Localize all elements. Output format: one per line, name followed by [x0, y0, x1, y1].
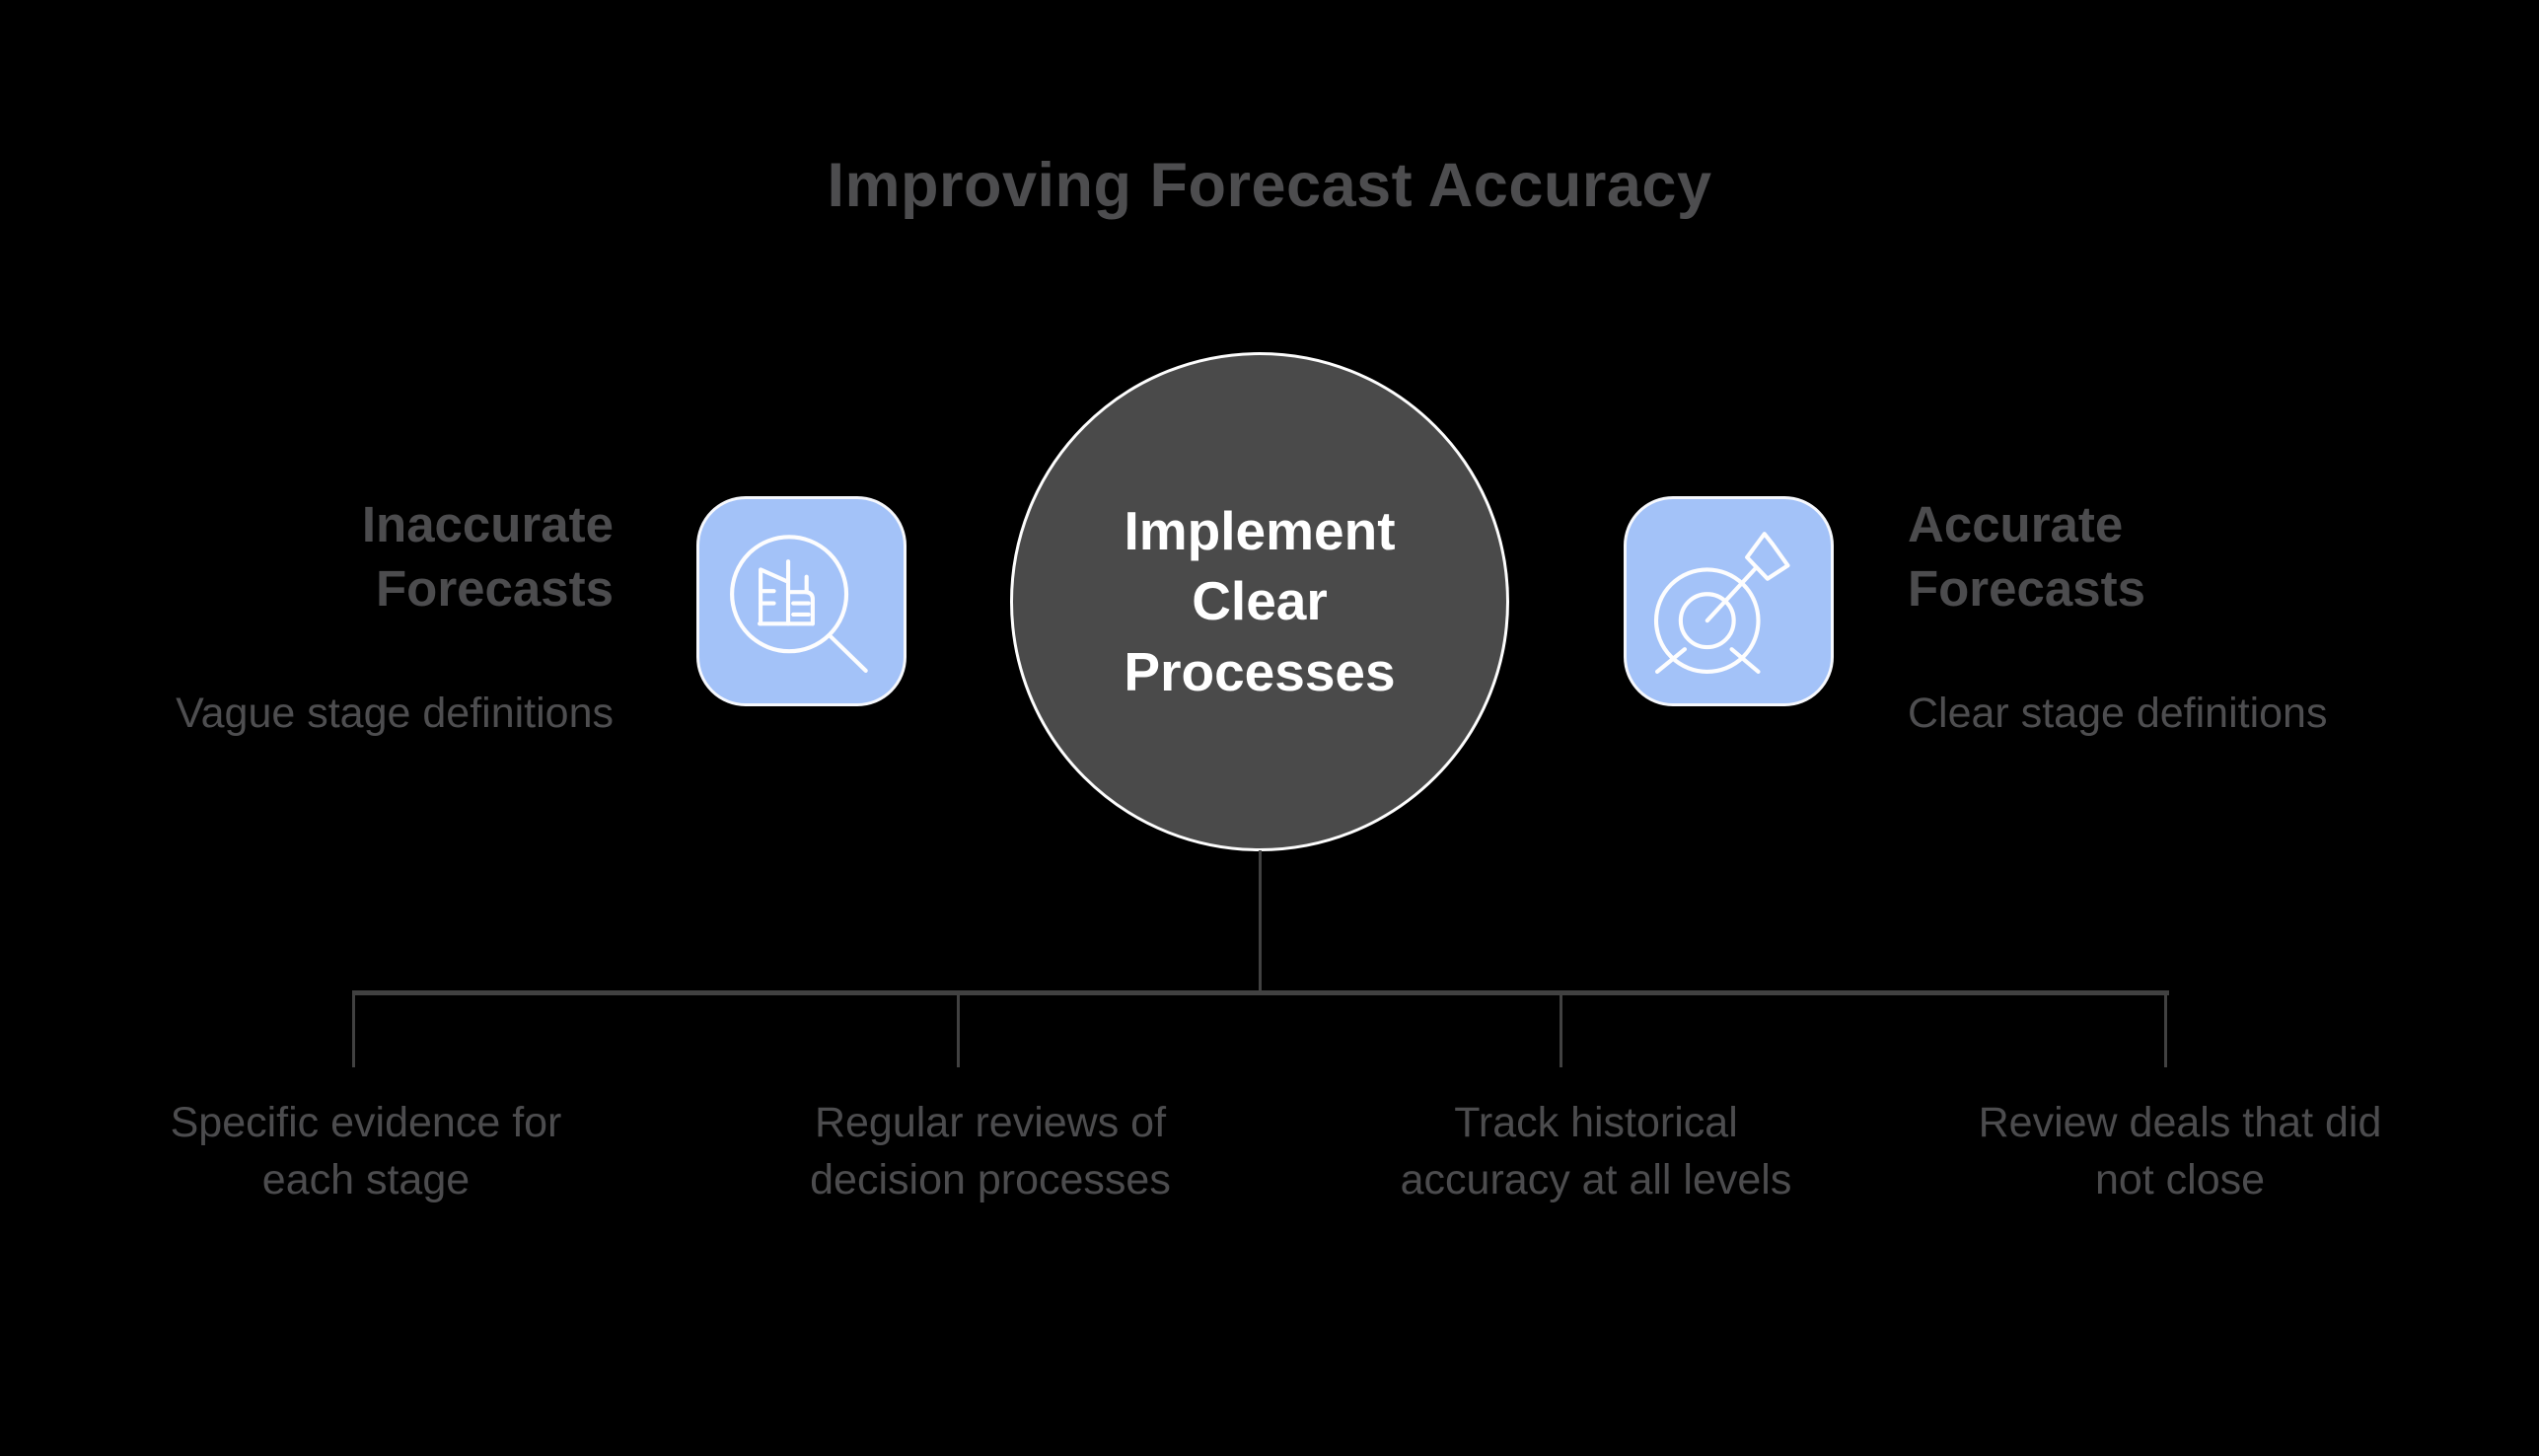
tree-drop-line-4: [2164, 994, 2167, 1067]
center-circle-node: Implement Clear Processes: [1010, 352, 1509, 851]
branch-label: Review deals that did not close: [1978, 1099, 2382, 1204]
center-node-label: Implement Clear Processes: [1124, 499, 1396, 702]
tree-drop-line-2: [957, 994, 960, 1067]
left-heading: Inaccurate Forecasts: [361, 496, 614, 617]
tree-drop-line-3: [1560, 994, 1562, 1067]
page-title: Improving Forecast Accuracy: [827, 151, 1712, 220]
branch-label: Track historical accuracy at all levels: [1400, 1099, 1792, 1204]
target-arrow-icon: [1627, 499, 1831, 703]
right-description: Clear stage definitions: [1908, 690, 2328, 737]
branch-label: Regular reviews of decision processes: [810, 1099, 1171, 1204]
right-heading: Accurate Forecasts: [1908, 496, 2145, 617]
tree-horizontal-line: [352, 990, 2169, 995]
tree-trunk-line: [1259, 850, 1262, 993]
tree-drop-line-1: [352, 994, 355, 1067]
left-icon-card: [696, 496, 907, 706]
branch-label: Specific evidence for each stage: [170, 1099, 562, 1204]
right-icon-card: [1624, 496, 1834, 706]
left-description: Vague stage definitions: [176, 690, 614, 737]
building-search-icon: [699, 499, 904, 703]
